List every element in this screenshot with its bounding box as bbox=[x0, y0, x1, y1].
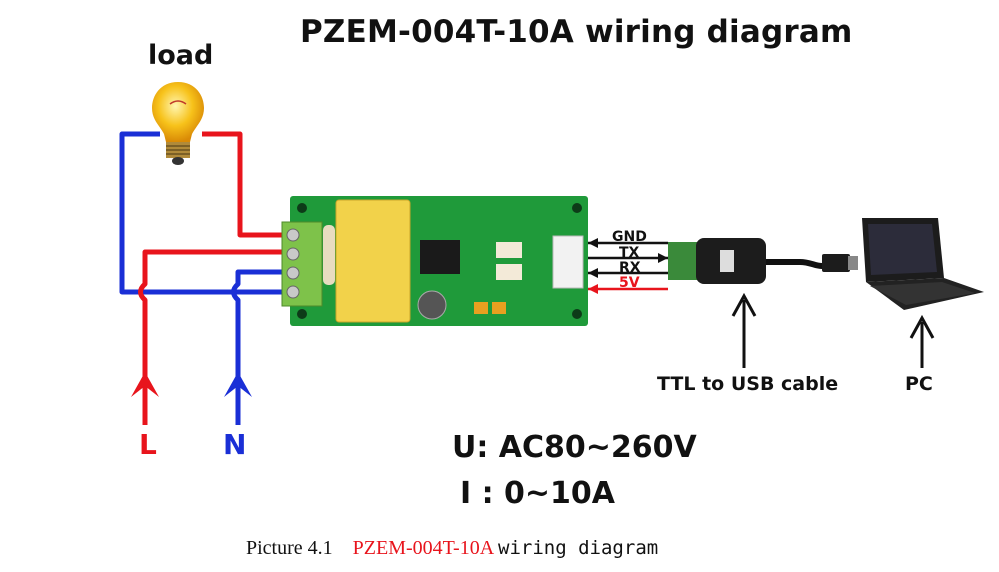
ttl-usb-adapter bbox=[668, 238, 858, 284]
pin-label-rx: RX bbox=[619, 260, 641, 276]
adapter-arrow-icon bbox=[731, 292, 757, 368]
live-label: L bbox=[139, 428, 157, 461]
current-spec: I : 0~10A bbox=[460, 476, 616, 511]
neutral-wire-load bbox=[119, 131, 290, 295]
caption-model: PZEM-004T-10A bbox=[352, 537, 494, 559]
terminal-block bbox=[281, 221, 323, 307]
pin-label-5v: 5V bbox=[619, 275, 640, 291]
caption-prefix: Picture 4.1 bbox=[246, 537, 333, 559]
live-arrow-icon bbox=[131, 372, 159, 425]
adapter-label: TTL to USB cable bbox=[657, 373, 839, 395]
neutral-label: N bbox=[223, 428, 247, 461]
load-label: load bbox=[148, 40, 214, 71]
ttl-connector bbox=[552, 235, 584, 289]
diagram-title: PZEM-004T-10A wiring diagram bbox=[300, 14, 853, 50]
transformer bbox=[335, 199, 411, 323]
neutral-arrow-icon bbox=[224, 372, 252, 425]
pc-arrow-icon bbox=[909, 314, 935, 368]
pin-label-gnd: GND bbox=[612, 229, 647, 245]
laptop-icon bbox=[862, 218, 984, 310]
ic-chip bbox=[420, 240, 460, 274]
caption-suffix: wiring diagram bbox=[498, 537, 659, 559]
live-wire-input bbox=[138, 249, 290, 385]
pin-label-tx: TX bbox=[619, 245, 640, 261]
live-wire-load bbox=[202, 131, 290, 238]
figure-caption: Picture 4.1 PZEM-004T-10A wiring diagram bbox=[246, 537, 658, 560]
light-bulb-icon bbox=[152, 82, 204, 165]
voltage-spec: U: AC80~260V bbox=[452, 430, 697, 465]
pc-label: PC bbox=[905, 373, 933, 395]
pzem-module bbox=[281, 196, 588, 326]
neutral-wire-input bbox=[231, 269, 290, 385]
